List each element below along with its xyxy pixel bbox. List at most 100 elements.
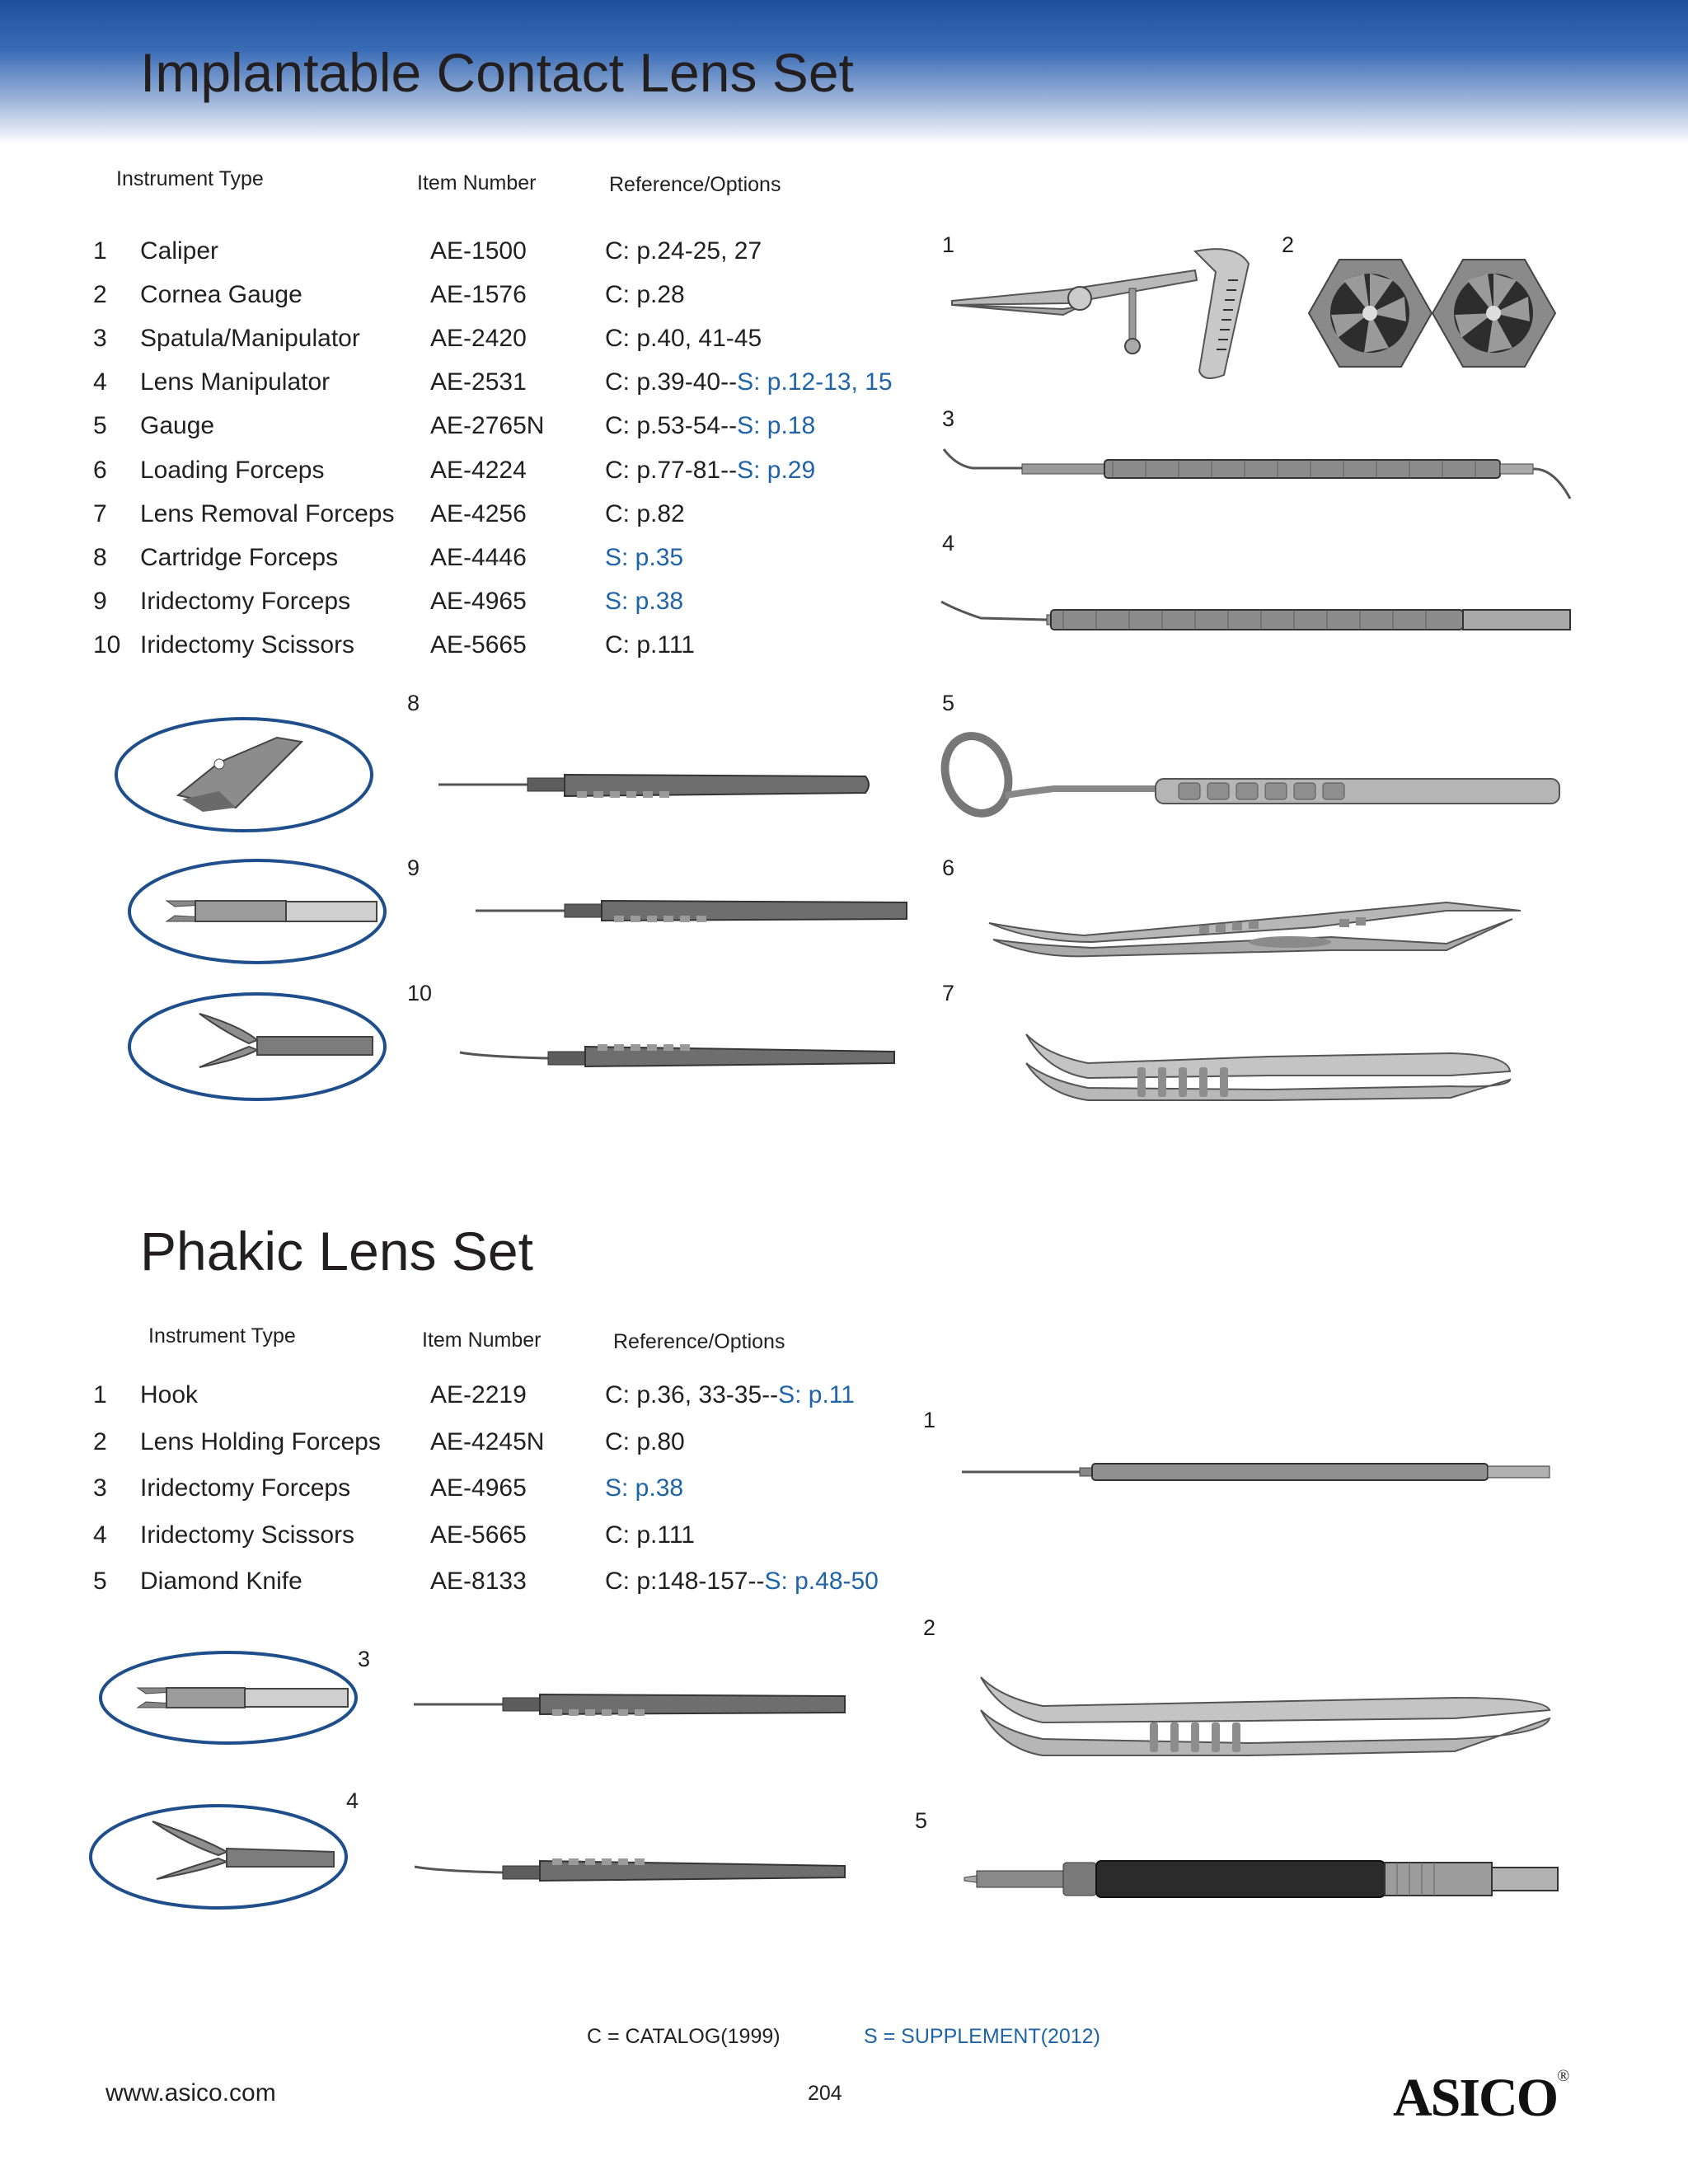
section1-col-item: Item Number [417, 171, 537, 194]
phakic-iridectomy-forceps-detail-ellipse [99, 1651, 358, 1745]
instrument-type: Loading Forceps [140, 456, 325, 484]
fig-label-5: 5 [942, 691, 955, 715]
lens-manipulator-image [940, 600, 1571, 630]
row-number: 2 [93, 281, 107, 309]
reference-options: C: p.40, 41-45 [605, 325, 762, 353]
instrument-type: Caliper [140, 237, 219, 265]
catalog-reference: C: p.53-54-- [605, 412, 738, 440]
table-row: 8 Cartridge Forceps AE-4446 S: p.35 [0, 544, 907, 577]
iridectomy-scissors-image [459, 1044, 895, 1068]
catalog-reference: C: p.40, 41-45 [605, 325, 762, 353]
instrument-type: Iridectomy Forceps [140, 1474, 351, 1502]
cornea-gauge-image [1307, 259, 1557, 368]
diamond-knife-image [964, 1860, 1559, 1898]
section2-col-ref: Reference/Options [613, 1330, 785, 1353]
phakic-fig-label-3: 3 [358, 1647, 371, 1671]
fig-label-7: 7 [942, 981, 955, 1005]
catalog-reference: C: p.24-25, 27 [605, 237, 762, 265]
row-number: 6 [93, 456, 107, 484]
supplement-reference-link[interactable]: S: p.35 [605, 543, 684, 571]
table-row: 6 Loading Forceps AE-4224 C: p.77-81--S: p.… [0, 457, 907, 490]
supplement-reference-link[interactable]: S: p.12-13, 15 [737, 368, 893, 396]
phakic-iridectomy-scissors-detail-ellipse [89, 1804, 348, 1910]
catalog-reference: C: p.80 [605, 1427, 685, 1455]
item-number: AE-2765N [430, 412, 545, 440]
fig-label-8: 8 [407, 691, 420, 715]
item-number: AE-2420 [430, 325, 527, 353]
item-number: AE-1576 [430, 281, 527, 309]
phakic-iridectomy-scissors-image [414, 1858, 846, 1882]
row-number: 4 [93, 1521, 107, 1549]
table-row: 3 Spatula/Manipulator AE-2420 C: p.40, 41-4… [0, 325, 907, 358]
fig-label-1: 1 [942, 232, 955, 257]
reference-options: C: p.39-40--S: p.12-13, 15 [605, 368, 893, 396]
row-number: 7 [93, 499, 107, 527]
catalog-reference: C: p.111 [605, 630, 695, 658]
phakic-fig-label-1: 1 [923, 1408, 936, 1432]
fig-label-6: 6 [942, 855, 955, 880]
reference-options: C: p.111 [605, 1521, 695, 1549]
footer-url[interactable]: www.asico.com [106, 2079, 276, 2107]
supplement-reference-link[interactable]: S: p.18 [737, 412, 816, 440]
header-band [0, 0, 1688, 144]
row-number: 2 [93, 1427, 107, 1455]
cartridge-forceps-detail-ellipse [115, 717, 373, 832]
reference-options: C: p.53-54--S: p.18 [605, 412, 815, 440]
row-number: 8 [93, 543, 107, 571]
fig-label-4: 4 [942, 531, 955, 555]
loading-forceps-image [988, 901, 1522, 958]
reference-options: S: p.38 [605, 588, 683, 616]
iridectomy-scissors-detail-ellipse [128, 992, 387, 1101]
supplement-reference-link[interactable]: S: p.48-50 [764, 1568, 879, 1595]
asico-logo-text: ASICO [1393, 2068, 1559, 2128]
item-number: AE-2219 [430, 1381, 527, 1408]
instrument-type: Iridectomy Forceps [140, 587, 351, 615]
catalog-reference: C: p.82 [605, 499, 685, 527]
asico-logo-registered-mark: ® [1557, 2067, 1570, 2085]
legend-supplement: S = SUPPLEMENT(2012) [864, 2025, 1100, 2048]
item-number: AE-4224 [430, 456, 527, 484]
section1-col-ref: Reference/Options [609, 173, 781, 196]
cartridge-forceps-image [438, 773, 870, 798]
instrument-type: Gauge [140, 412, 215, 440]
item-number: AE-1500 [430, 237, 527, 265]
item-number: AE-4256 [430, 499, 527, 527]
reference-options: C: p.36, 33-35--S: p.11 [605, 1381, 855, 1409]
supplement-reference-link[interactable]: S: p.29 [737, 456, 816, 484]
reference-options: S: p.38 [605, 1474, 683, 1502]
catalog-reference: C: p.36, 33-35-- [605, 1381, 779, 1408]
instrument-type: Iridectomy Scissors [140, 630, 355, 658]
instrument-type: Iridectomy Scissors [140, 1521, 355, 1549]
row-number: 3 [93, 325, 107, 353]
lens-removal-forceps-image [1025, 1033, 1512, 1101]
hook-image [962, 1463, 1550, 1481]
supplement-reference-link[interactable]: S: p.11 [778, 1381, 855, 1408]
phakic-iridectomy-forceps-image [414, 1693, 846, 1716]
fig-label-10: 10 [407, 981, 433, 1005]
instrument-type: Spatula/Manipulator [140, 325, 360, 353]
item-number: AE-4446 [430, 543, 527, 571]
iridectomy-forceps-image [476, 899, 907, 922]
iridectomy-forceps-detail-ellipse [128, 859, 387, 964]
item-number: AE-4965 [430, 1474, 527, 1502]
reference-options: C: p:148-157--S: p.48-50 [605, 1568, 879, 1596]
catalog-reference: C: p.39-40-- [605, 368, 738, 396]
catalog-reference: C: p.77-81-- [605, 456, 738, 484]
reference-options: S: p.35 [605, 544, 683, 572]
instrument-type: Hook [140, 1381, 199, 1408]
reference-options: C: p.82 [605, 500, 685, 528]
table-row: 5 Gauge AE-2765N C: p.53-54--S: p.18 [0, 412, 907, 445]
fig-label-2: 2 [1282, 232, 1295, 257]
gauge-image [940, 732, 1560, 818]
supplement-reference-link[interactable]: S: p.38 [605, 1474, 684, 1502]
catalog-reference: C: p:148-157-- [605, 1568, 765, 1595]
row-number: 10 [93, 630, 121, 658]
asico-logo: ASICO® [1393, 2067, 1582, 2128]
row-number: 5 [93, 412, 107, 440]
supplement-reference-link[interactable]: S: p.38 [605, 587, 684, 615]
item-number: AE-4965 [430, 587, 527, 615]
instrument-type: Cartridge Forceps [140, 543, 339, 571]
